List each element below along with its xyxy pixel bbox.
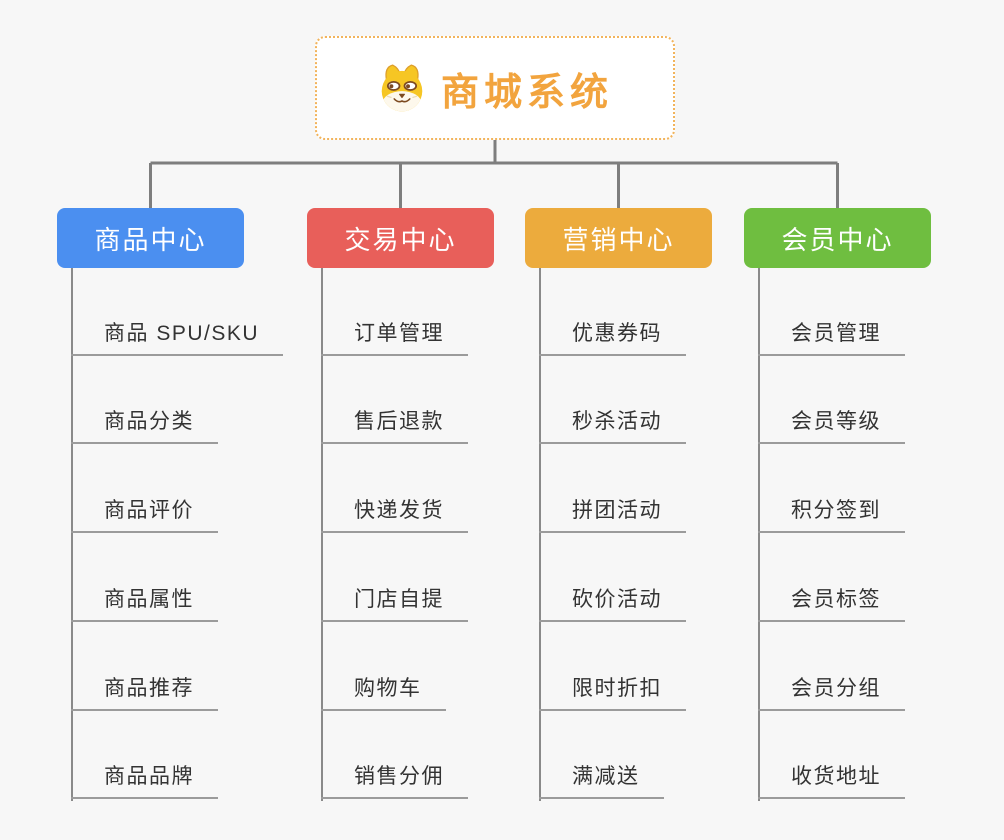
- leaf-topic[interactable]: 积分签到: [758, 499, 905, 533]
- leaf-topic[interactable]: 秒杀活动: [539, 410, 686, 444]
- leaf-topic[interactable]: 门店自提: [321, 588, 468, 622]
- branch-topic-4[interactable]: 会员中心: [744, 208, 931, 268]
- leaf-topic[interactable]: 拼团活动: [539, 499, 686, 533]
- root-topic[interactable]: 商城系统: [315, 36, 675, 140]
- leaf-topic[interactable]: 快递发货: [321, 499, 468, 533]
- doge-icon: [381, 64, 423, 112]
- branch-spine-line: [539, 268, 541, 801]
- branch-spine-line: [321, 268, 323, 801]
- branch-spine-line: [758, 268, 760, 801]
- leaf-topic[interactable]: 商品属性: [71, 588, 218, 622]
- leaf-topic[interactable]: 限时折扣: [539, 677, 686, 711]
- leaf-topic[interactable]: 销售分佣: [321, 765, 468, 799]
- leaf-topic[interactable]: 会员等级: [758, 410, 905, 444]
- leaf-topic[interactable]: 收货地址: [758, 765, 905, 799]
- leaf-topic[interactable]: 优惠券码: [539, 322, 686, 356]
- leaf-topic[interactable]: 售后退款: [321, 410, 468, 444]
- branch-topic-2[interactable]: 交易中心: [307, 208, 494, 268]
- leaf-topic[interactable]: 商品 SPU/SKU: [71, 322, 284, 356]
- leaf-topic[interactable]: 商品推荐: [71, 677, 218, 711]
- branch-topic-1[interactable]: 商品中心: [57, 208, 244, 268]
- leaf-topic[interactable]: 订单管理: [321, 322, 468, 356]
- leaf-topic[interactable]: 商品分类: [71, 410, 218, 444]
- leaf-topic[interactable]: 购物车: [321, 677, 446, 711]
- branch-topic-3[interactable]: 营销中心: [525, 208, 712, 268]
- leaf-topic[interactable]: 商品评价: [71, 499, 218, 533]
- leaf-topic[interactable]: 商品品牌: [71, 765, 218, 799]
- leaf-topic[interactable]: 会员管理: [758, 322, 905, 356]
- leaf-topic[interactable]: 满减送: [539, 765, 664, 799]
- leaf-topic[interactable]: 会员分组: [758, 677, 905, 711]
- branch-spine-line: [71, 268, 73, 801]
- leaf-topic[interactable]: 会员标签: [758, 588, 905, 622]
- leaf-topic[interactable]: 砍价活动: [539, 588, 686, 622]
- root-topic-title: 商城系统: [440, 71, 613, 114]
